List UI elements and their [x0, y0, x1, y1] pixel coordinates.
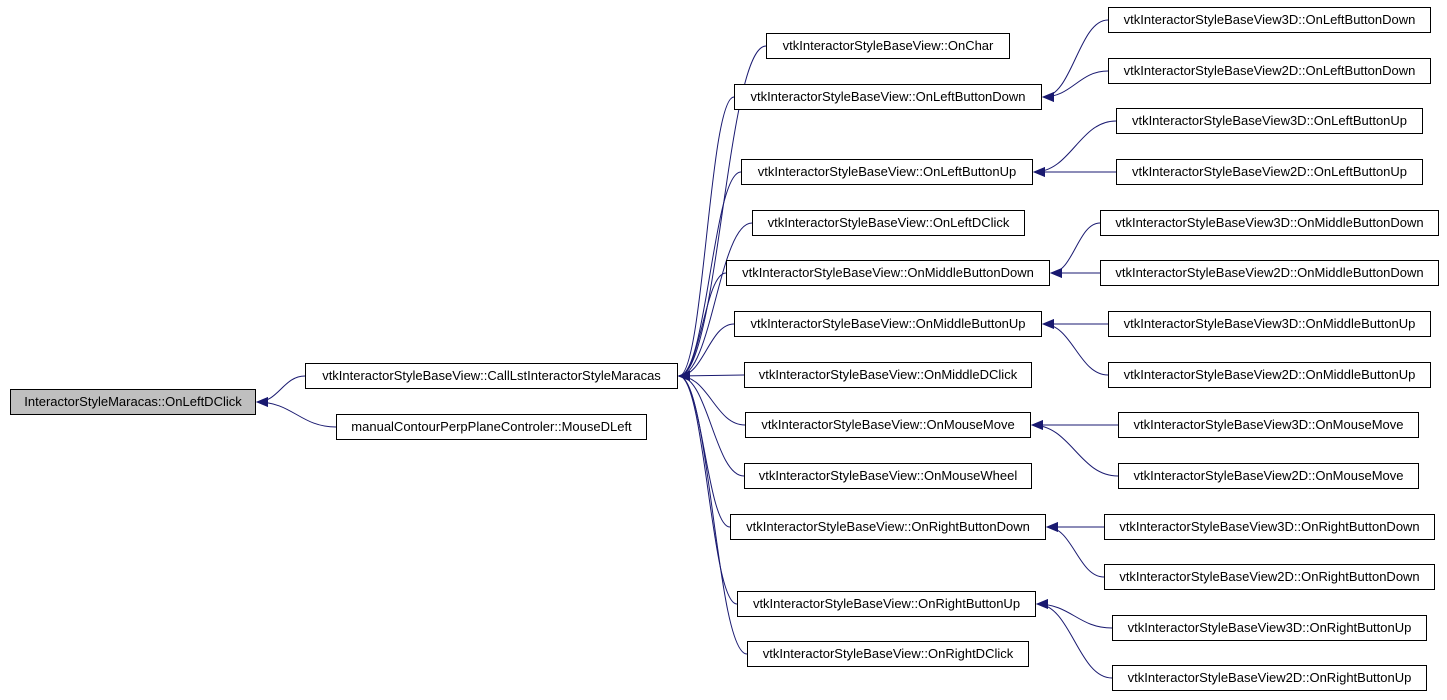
node-basview-onleftdclick[interactable]: vtkInteractorStyleBaseView::OnLeftDClick: [752, 210, 1025, 236]
node-basview2d-onrightbuttondown[interactable]: vtkInteractorStyleBaseView2D::OnRightBut…: [1104, 564, 1435, 590]
edge-lbu-to-call: [678, 171, 742, 381]
node-basview-onrightdclick[interactable]: vtkInteractorStyleBaseView::OnRightDClic…: [747, 641, 1029, 667]
node-basview2d-onrightbuttonup[interactable]: vtkInteractorStyleBaseView2D::OnRightBut…: [1112, 665, 1427, 691]
edge-rdc-to-call: [678, 371, 748, 655]
edge-mm2-to-mm: [1031, 420, 1119, 477]
edge-lbd2-to-lbd: [1042, 70, 1109, 102]
node-basview2d-onmiddlebuttonup[interactable]: vtkInteractorStyleBaseView2D::OnMiddleBu…: [1108, 362, 1431, 388]
node-basview3d-onrightbuttondown[interactable]: vtkInteractorStyleBaseView3D::OnRightBut…: [1104, 514, 1435, 540]
edge-lbu3-to-lbu: [1033, 120, 1117, 177]
node-basview3d-onmiddlebuttonup[interactable]: vtkInteractorStyleBaseView3D::OnMiddleBu…: [1108, 311, 1431, 337]
node-basview-onmiddledclick[interactable]: vtkInteractorStyleBaseView::OnMiddleDCli…: [744, 362, 1032, 388]
node-basview2d-onmousemove[interactable]: vtkInteractorStyleBaseView2D::OnMouseMov…: [1118, 463, 1419, 489]
edge-rbu-to-call: [678, 371, 738, 605]
edge-lbd3-to-lbd: [1042, 19, 1109, 102]
node-basview-onmousewheel[interactable]: vtkInteractorStyleBaseView::OnMouseWheel: [744, 463, 1032, 489]
node-basview3d-onleftbuttonup[interactable]: vtkInteractorStyleBaseView3D::OnLeftButt…: [1116, 108, 1423, 134]
node-interactorstylemaracas-onleftdclick[interactable]: InteractorStyleMaracas::OnLeftDClick: [10, 389, 256, 415]
node-basview-onmiddlebuttonup[interactable]: vtkInteractorStyleBaseView::OnMiddleButt…: [734, 311, 1042, 337]
node-basview3d-onmousemove[interactable]: vtkInteractorStyleBaseView3D::OnMouseMov…: [1118, 412, 1419, 438]
node-basview3d-onrightbuttonup[interactable]: vtkInteractorStyleBaseView3D::OnRightBut…: [1112, 615, 1427, 641]
node-callinteractorstylemaracas[interactable]: vtkInteractorStyleBaseView::CallLstInter…: [305, 363, 678, 389]
node-basview3d-onleftbuttondown[interactable]: vtkInteractorStyleBaseView3D::OnLeftButt…: [1108, 7, 1431, 33]
edge-mm-to-call: [678, 371, 746, 426]
node-basview-onrightbuttondown[interactable]: vtkInteractorStyleBaseView::OnRightButto…: [730, 514, 1046, 540]
node-basview-onchar[interactable]: vtkInteractorStyleBaseView::OnChar: [766, 33, 1010, 59]
edge-call-to-root: [256, 375, 306, 407]
edge-rbd2-to-rbd: [1046, 522, 1105, 578]
edge-mw-to-call: [678, 371, 745, 477]
edge-rbu2-to-rbu: [1036, 599, 1113, 679]
edge-ldc-to-call: [678, 222, 753, 381]
node-basview2d-onleftbuttondown[interactable]: vtkInteractorStyleBaseView2D::OnLeftButt…: [1108, 58, 1431, 84]
edge-mdc-to-call: [678, 370, 745, 381]
node-basview3d-onmiddlebuttondown[interactable]: vtkInteractorStyleBaseView3D::OnMiddleBu…: [1100, 210, 1439, 236]
edge-rbd-to-call: [678, 371, 731, 528]
edge-mbu2-to-mbu: [1042, 319, 1109, 376]
node-basview-onmiddlebuttondown[interactable]: vtkInteractorStyleBaseView::OnMiddleButt…: [726, 260, 1050, 286]
node-mousedleft[interactable]: manualContourPerpPlaneControler::MouseDL…: [336, 414, 647, 440]
node-basview-onmousemove[interactable]: vtkInteractorStyleBaseView::OnMouseMove: [745, 412, 1031, 438]
node-basview2d-onleftbuttonup[interactable]: vtkInteractorStyleBaseView2D::OnLeftButt…: [1116, 159, 1423, 185]
node-basview-onleftbuttonup[interactable]: vtkInteractorStyleBaseView::OnLeftButton…: [741, 159, 1033, 185]
edge-onchar-to-call: [678, 45, 767, 381]
edge-mouse-to-root: [256, 397, 337, 428]
edge-lbd-to-call: [678, 96, 735, 381]
node-basview-onleftbuttondown[interactable]: vtkInteractorStyleBaseView::OnLeftButton…: [734, 84, 1042, 110]
edge-mbd3-to-mbd: [1050, 222, 1101, 278]
node-basview-onrightbuttonup[interactable]: vtkInteractorStyleBaseView::OnRightButto…: [737, 591, 1036, 617]
node-basview2d-onmiddlebuttondown[interactable]: vtkInteractorStyleBaseView2D::OnMiddleBu…: [1100, 260, 1439, 286]
